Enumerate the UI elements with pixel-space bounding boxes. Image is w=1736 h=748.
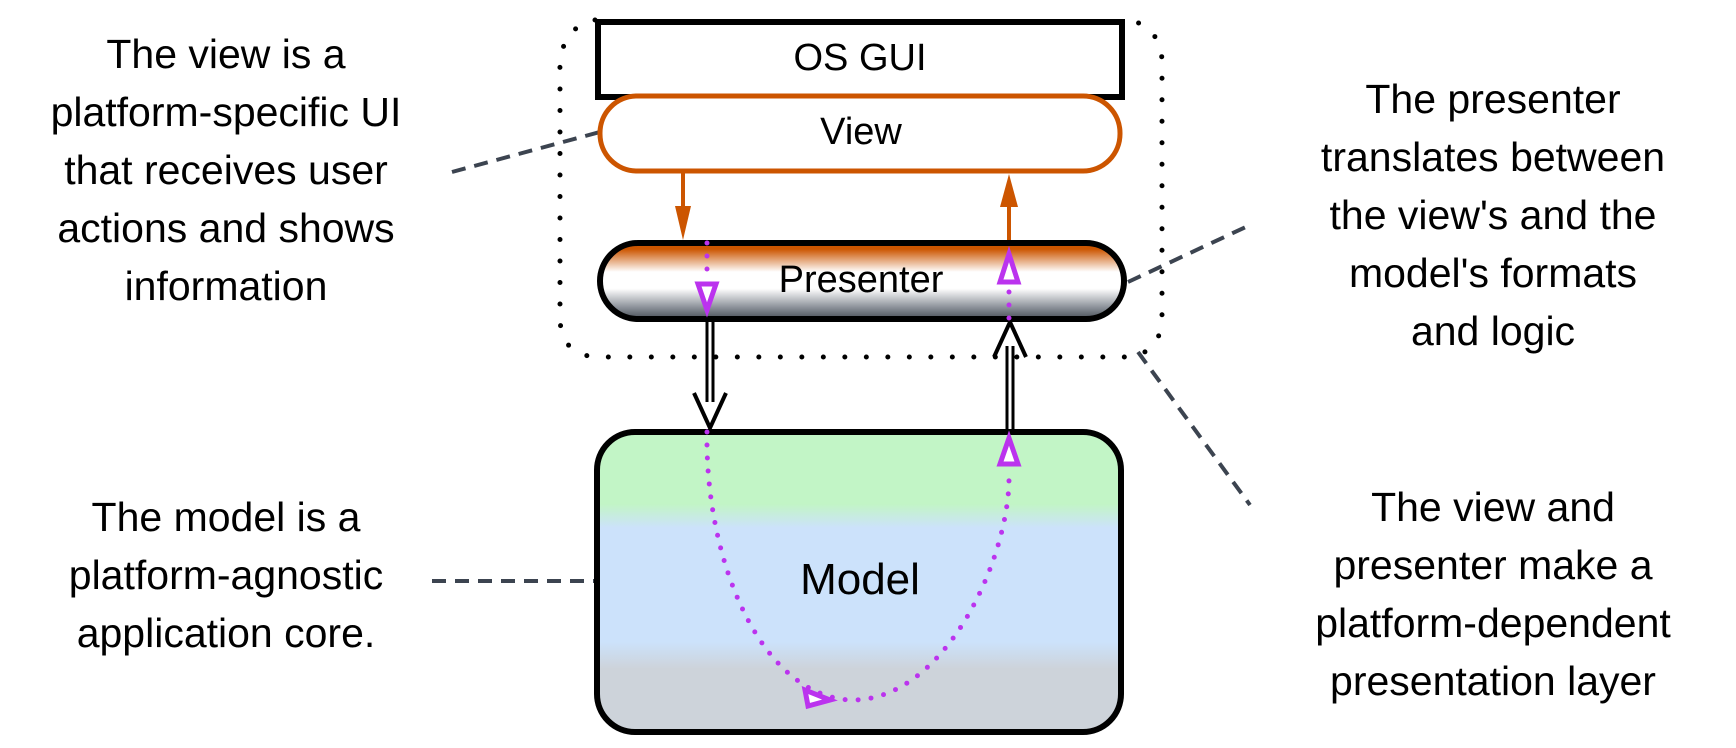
- view-leader-line: [451, 130, 601, 174]
- flow-arrowhead-down-presenter: [694, 281, 720, 318]
- model-label: Model: [800, 555, 920, 604]
- view-annotation: The view is a platform-specific UI that …: [50, 31, 402, 309]
- view-to-presenter-arrow: [675, 172, 691, 240]
- model-node: Model: [594, 429, 1124, 735]
- layer-leader-line: [1136, 350, 1252, 507]
- flow-arrowhead-right-model: [801, 685, 838, 710]
- model-annotation: The model is a platform-agnostic applica…: [68, 494, 384, 656]
- presenter-leader-line: [1127, 223, 1251, 284]
- os-gui-node: OS GUI: [595, 19, 1125, 100]
- view-node: View: [597, 93, 1123, 174]
- presenter-annotation: The presenter translates between the vie…: [1320, 76, 1666, 354]
- layer-annotation: The view and presenter make a platform-d…: [1315, 484, 1671, 704]
- flow-arrowhead-up-presenter: [996, 245, 1022, 285]
- request-flow-path: [694, 240, 1022, 710]
- presenter-to-view-arrow: [1000, 174, 1018, 243]
- view-label: View: [820, 111, 902, 153]
- model-to-presenter-arrow: [992, 317, 1028, 432]
- presenter-node: Presenter: [597, 240, 1127, 322]
- flow-arrowhead-up-model: [996, 430, 1022, 467]
- presenter-label: Presenter: [779, 259, 944, 301]
- os-gui-label: OS GUI: [793, 37, 926, 79]
- presenter-to-model-arrow: [692, 320, 728, 433]
